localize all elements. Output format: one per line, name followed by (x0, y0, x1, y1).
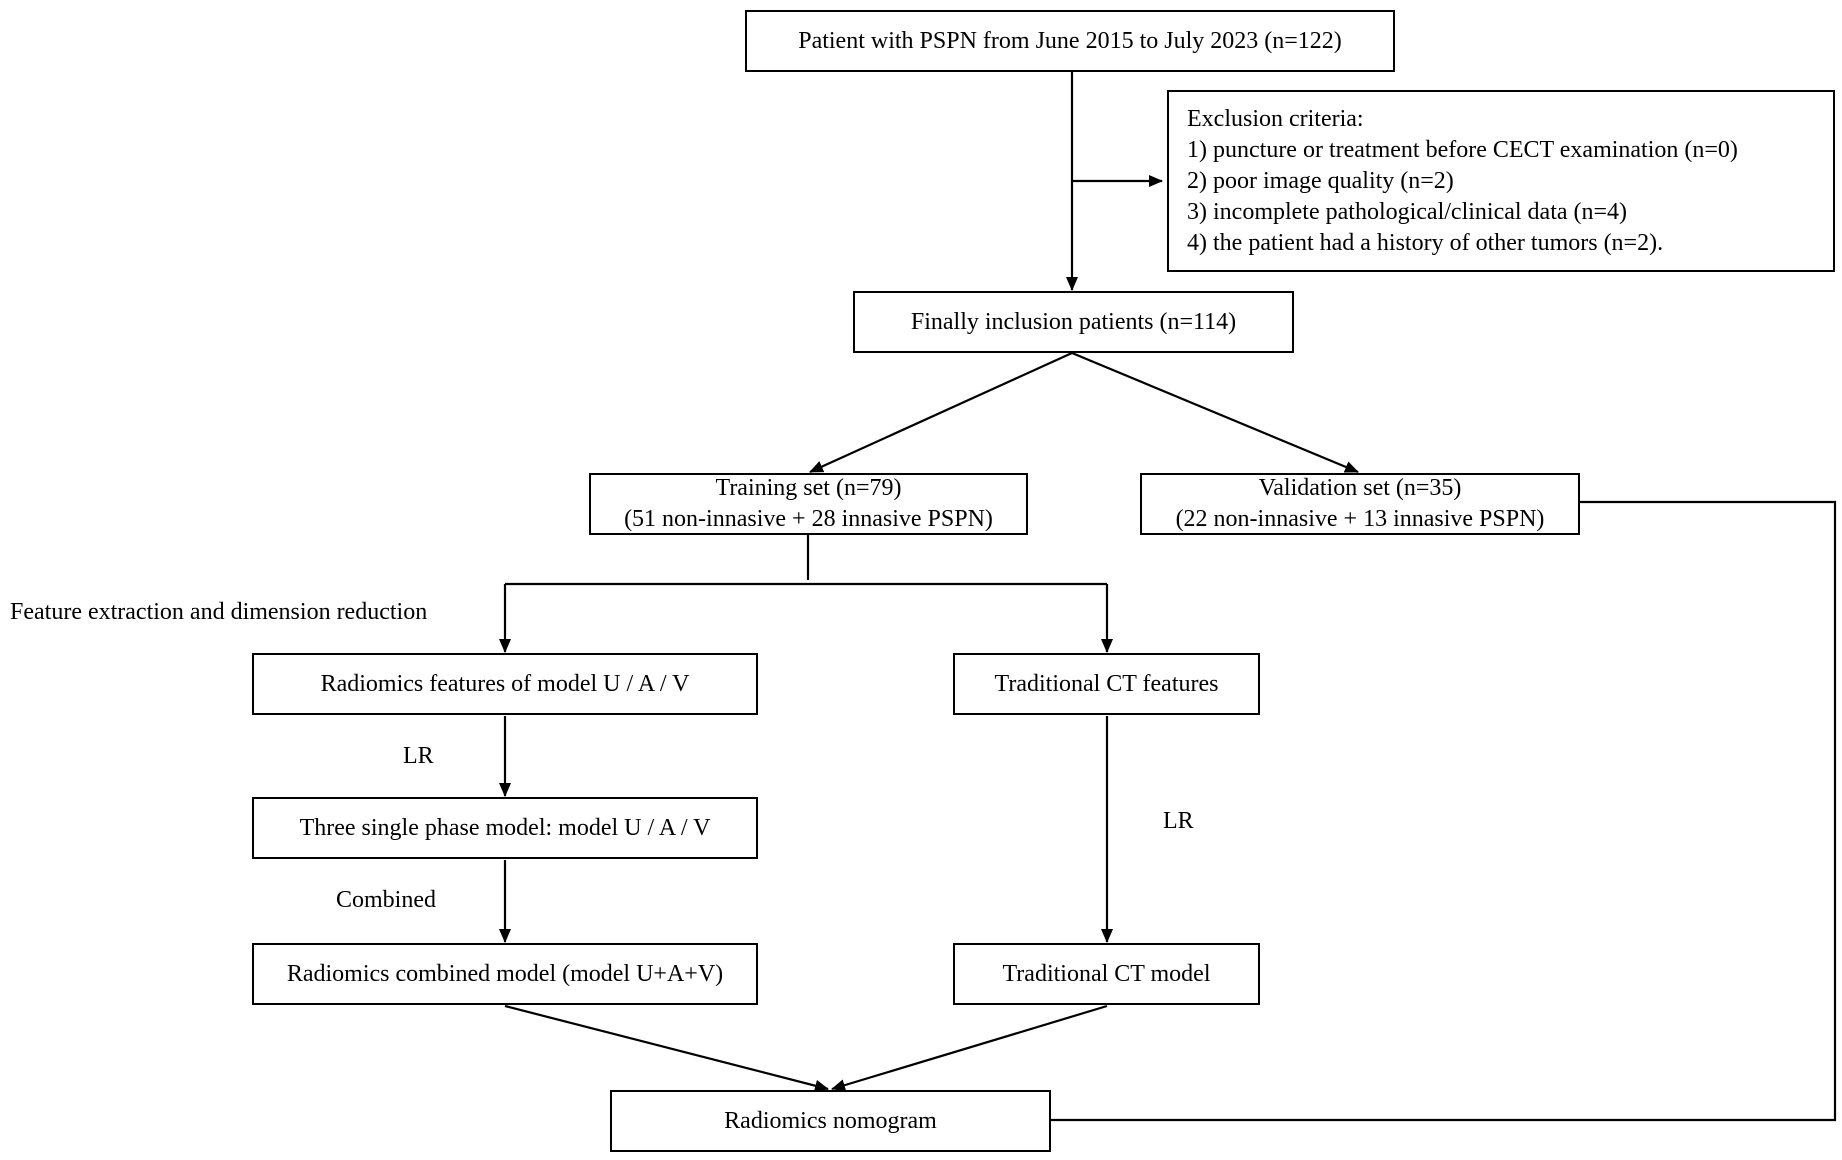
validation-set-title: Validation set (n=35) (1258, 475, 1462, 501)
patients-node-text: Patient with PSPN from June 2015 to July… (798, 27, 1342, 54)
edge-traditional-model-to-nomogram (831, 1004, 1108, 1091)
radiomics-nomogram-text: Radiomics nomogram (724, 1107, 937, 1134)
feature-extraction-label: Feature extraction and dimension reducti… (10, 599, 428, 625)
lr-label-right: LR (1163, 808, 1194, 834)
single-phase-model-node: Three single phase model: model U / A / … (252, 797, 758, 859)
edge-nomogram-to-validation (1050, 496, 1837, 1122)
validation-set-node: Validation set (n=35) (22 non-innasive +… (1140, 473, 1580, 535)
combined-label: Combined (336, 887, 436, 913)
edge-radiomics-combined-to-nomogram (504, 1004, 829, 1092)
inclusion-node: Finally inclusion patients (n=114) (853, 291, 1294, 353)
edge-inclusion-to-training (809, 351, 1073, 474)
inclusion-node-text: Finally inclusion patients (n=114) (910, 308, 1237, 335)
exclusion-item: 1) puncture or treatment before CECT exa… (1187, 137, 1738, 163)
exclusion-item: 3) incomplete pathological/clinical data… (1187, 199, 1628, 225)
radiomics-combined-model-node: Radiomics combined model (model U+A+V) (252, 943, 758, 1005)
traditional-ct-model-text: Traditional CT model (1002, 960, 1211, 987)
training-set-node: Training set (n=79) (51 non-innasive + 2… (589, 473, 1028, 535)
traditional-ct-model-node: Traditional CT model (953, 943, 1260, 1005)
radiomics-features-text: Radiomics features of model U / A / V (320, 670, 690, 697)
single-phase-model-text: Three single phase model: model U / A / … (299, 814, 711, 841)
radiomics-nomogram-node: Radiomics nomogram (610, 1090, 1051, 1152)
radiomics-combined-model-text: Radiomics combined model (model U+A+V) (286, 960, 724, 987)
validation-set-detail: (22 non-innasive + 13 innasive PSPN) (1175, 506, 1545, 532)
edge-inclusion-to-validation (1071, 351, 1359, 474)
lr-label-left: LR (403, 743, 434, 769)
radiomics-features-node: Radiomics features of model U / A / V (252, 653, 758, 715)
exclusion-item: 4) the patient had a history of other tu… (1187, 230, 1664, 256)
patients-node: Patient with PSPN from June 2015 to July… (745, 10, 1395, 72)
training-set-title: Training set (n=79) (715, 475, 902, 501)
traditional-features-node: Traditional CT features (953, 653, 1260, 715)
exclusion-criteria-node: Exclusion criteria: 1) puncture or treat… (1167, 90, 1835, 272)
traditional-features-text: Traditional CT features (994, 670, 1219, 697)
exclusion-criteria-title: Exclusion criteria: (1187, 106, 1364, 132)
exclusion-item: 2) poor image quality (n=2) (1187, 168, 1454, 194)
training-set-detail: (51 non-innasive + 28 innasive PSPN) (624, 506, 993, 532)
